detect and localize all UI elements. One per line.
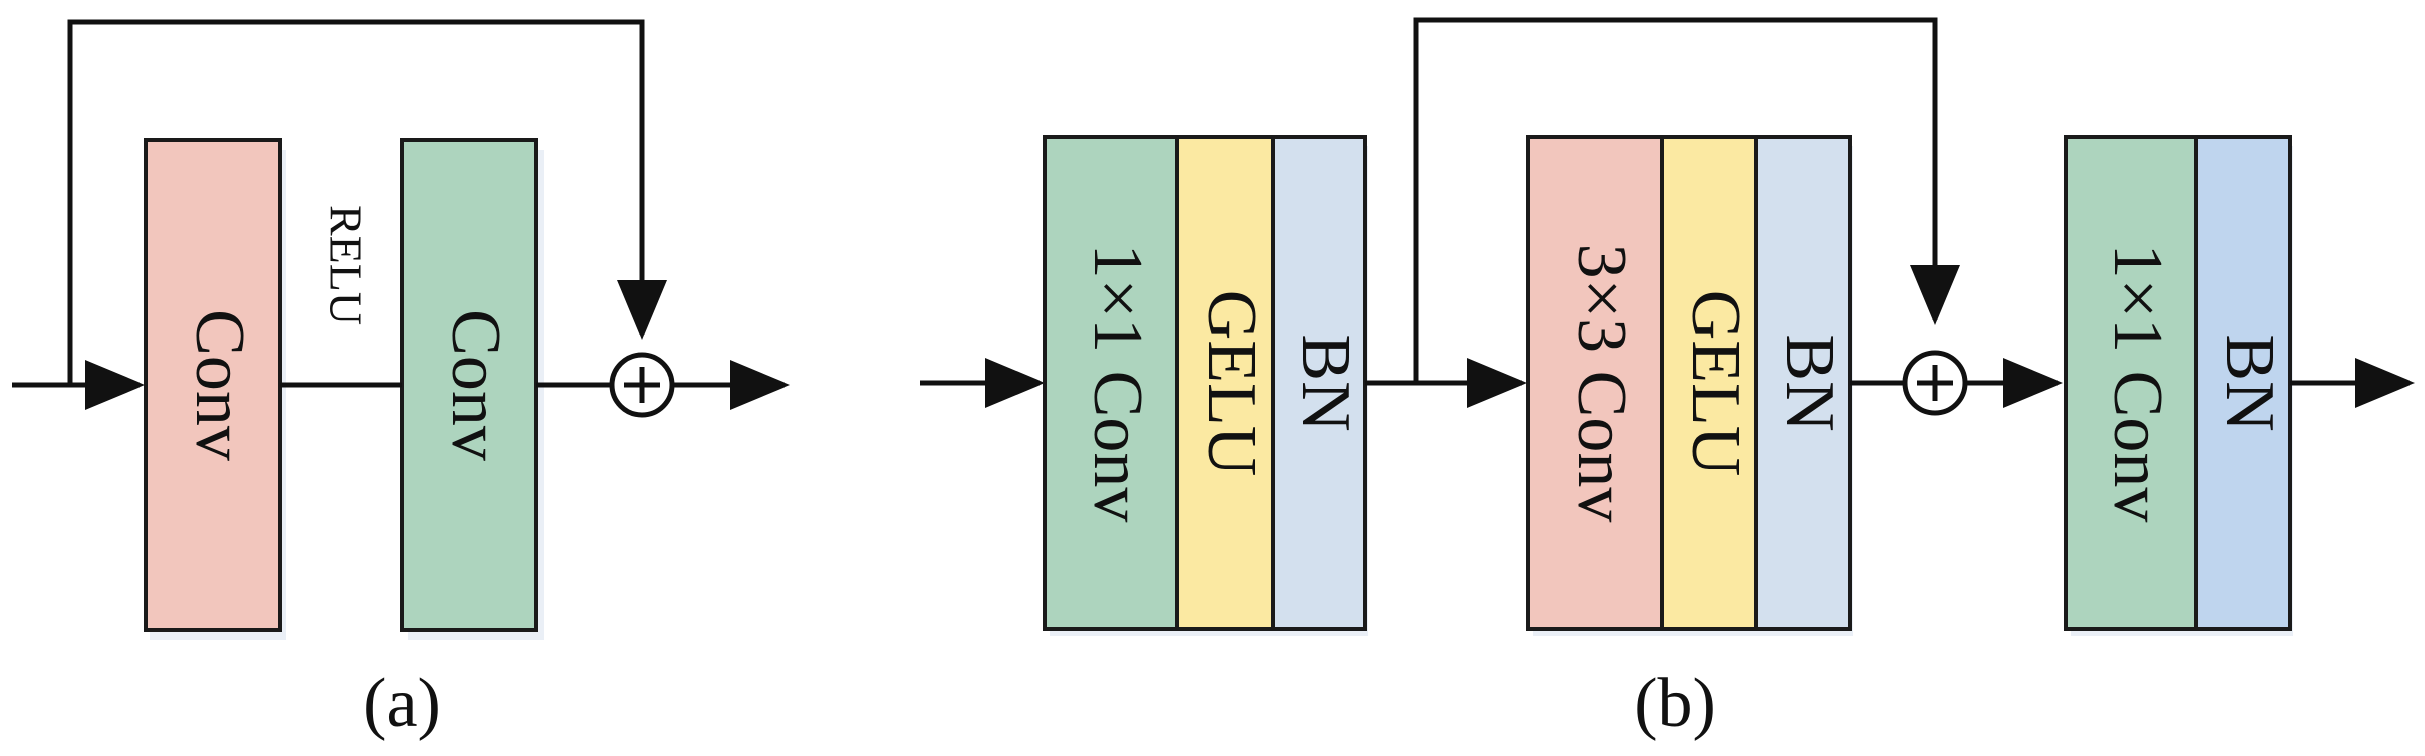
panel-a-caption: (a) <box>363 665 441 742</box>
panel-b-stage3-bn-label: BN <box>2211 334 2288 431</box>
panel-b: 1×1 Conv GELU BN 3×3 Conv GELU BN <box>920 17 2415 742</box>
panel-a-sum-node <box>609 352 675 418</box>
panel-b-stage1-conv-label: 1×1 Conv <box>1079 244 1156 523</box>
panel-b-stage3-bn-block <box>2194 135 2292 631</box>
panel-b-stage2-bn-block <box>1754 135 1852 631</box>
panel-a-conv1-block <box>144 138 282 632</box>
panel-b-stage2-bn-label: BN <box>1771 334 1848 431</box>
panel-b-stage1-gelu-label: GELU <box>1193 290 1270 477</box>
panel-a-conv2-block <box>400 138 538 632</box>
panel-a: Conv Conv RELU (a) <box>12 19 790 742</box>
panel-a-skip-connection <box>67 19 667 385</box>
panel-a-conv2-label: Conv <box>437 309 514 461</box>
panel-b-stage3-conv-label: 1×1 Conv <box>2099 244 2176 523</box>
panel-b-stage1-conv-block <box>1043 135 1179 631</box>
panel-b-stage3-conv-block <box>2064 135 2198 631</box>
panel-a-conv1-label: Conv <box>181 309 258 461</box>
panel-b-stage2-gelu-block <box>1660 135 1758 631</box>
panel-b-stage2-conv-block <box>1526 135 1664 631</box>
panel-b-skip-connection <box>1413 17 1960 383</box>
panel-b-stage1-bn-label: BN <box>1287 334 1364 431</box>
panel-b-stage2-conv-label: 3×3 Conv <box>1563 244 1640 523</box>
panel-a-relu-label: RELU <box>320 205 371 325</box>
panel-b-sum-node <box>1902 350 1968 416</box>
panel-b-stage2-gelu-label: GELU <box>1677 290 1754 477</box>
panel-b-caption: (b) <box>1634 665 1716 742</box>
